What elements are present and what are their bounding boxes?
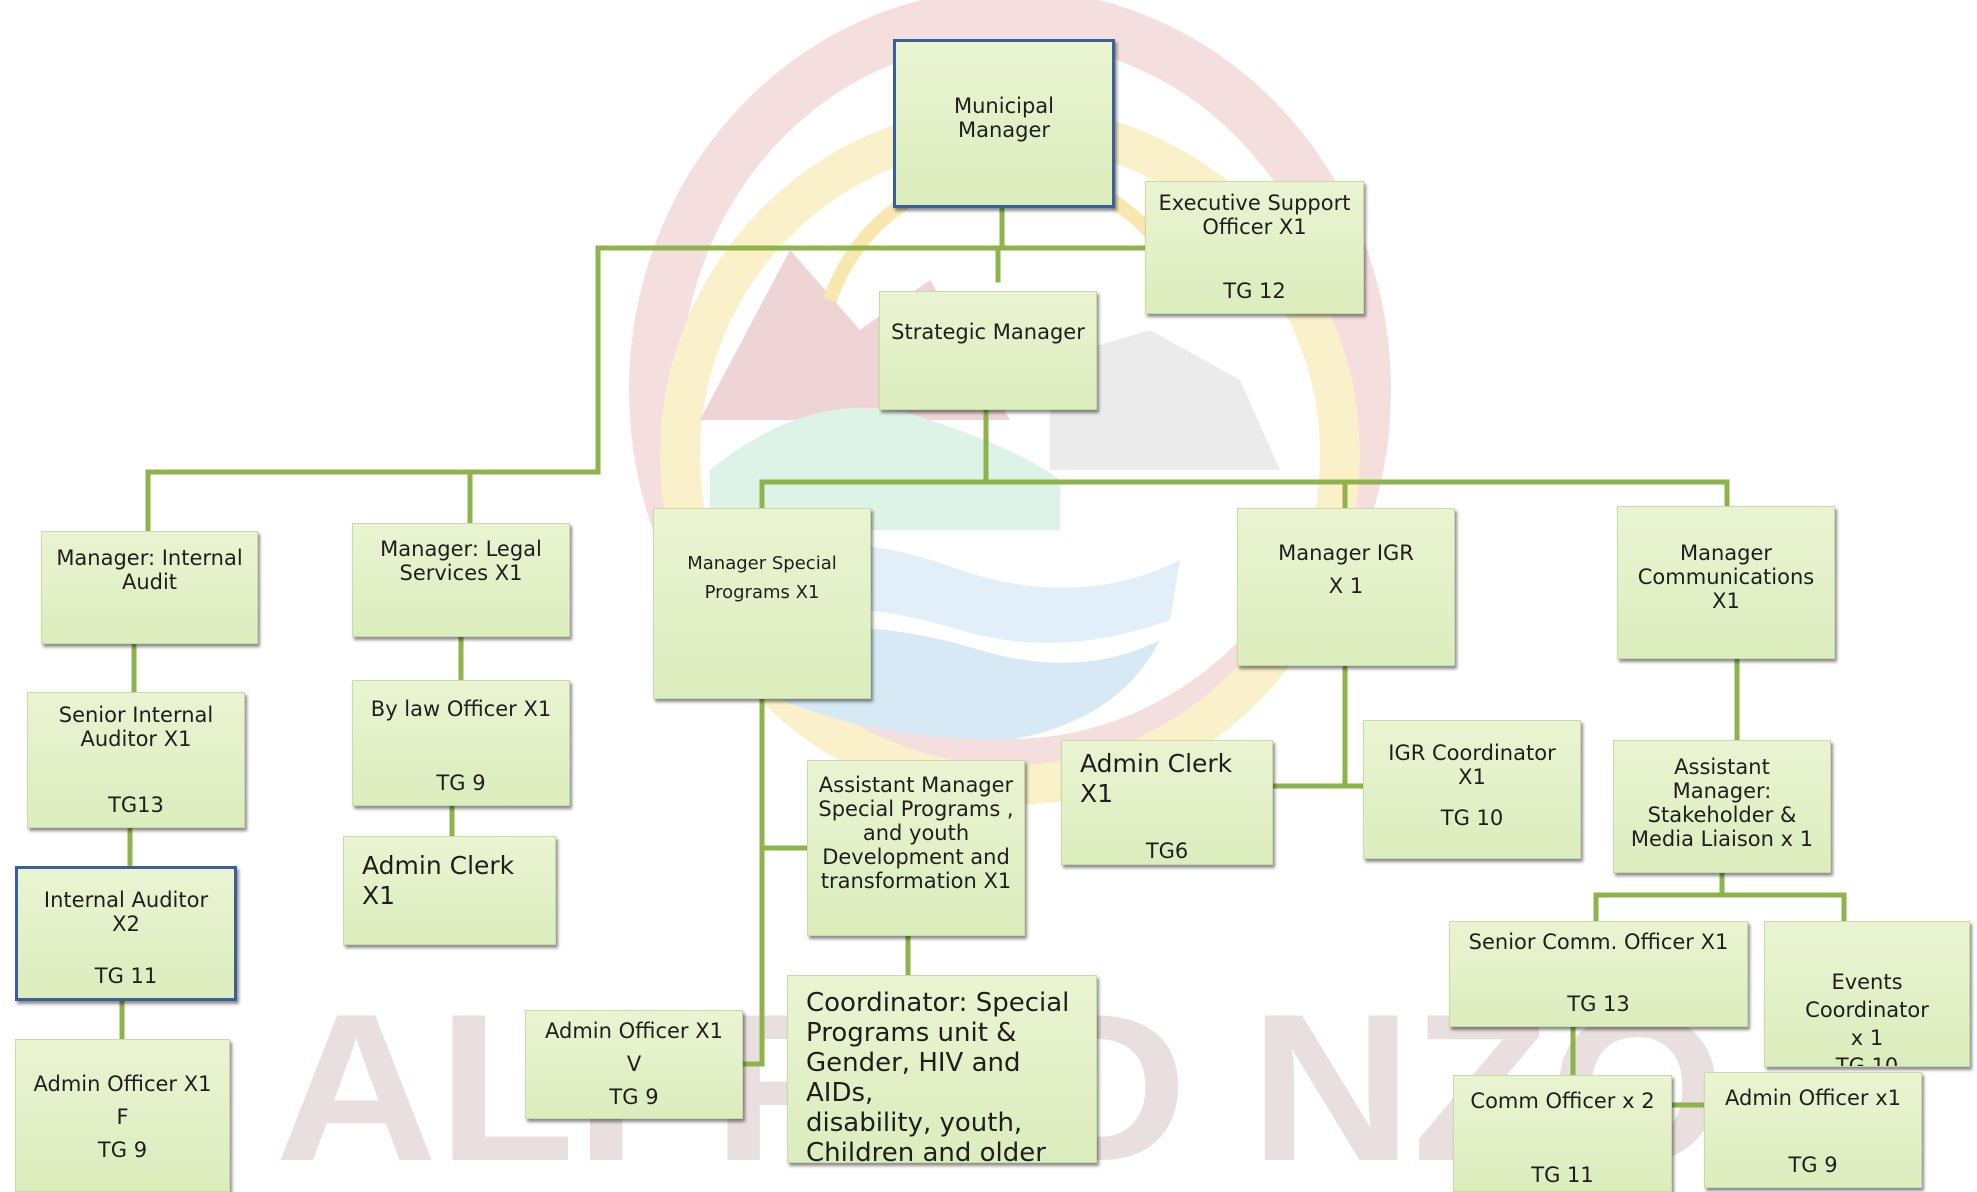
node-title: Senior Internal Auditor X1 <box>58 703 214 751</box>
connector-lines <box>119 205 1847 1108</box>
node-title: Admin Clerk X1 <box>362 851 515 910</box>
node-title: Comm Officer x 2 <box>1470 1089 1655 1113</box>
node-title: Admin Officer x1 <box>1725 1086 1901 1110</box>
node-manager-internal-audit: Manager: Internal Audit <box>41 531 258 644</box>
node-title: Manager Special Programs X1 <box>687 553 837 603</box>
node-grade: TG13 <box>108 793 164 817</box>
node-admin-clerk-igr: Admin Clerk X1 TG6 <box>1061 740 1273 865</box>
node-title: Internal Auditor X2 <box>43 888 209 936</box>
node-title: Coordinator: Special Programs unit & Gen… <box>806 988 1070 1163</box>
node-grade: TG 10 <box>1440 806 1504 830</box>
node-senior-comm-officer: Senior Comm. Officer X1 TG 13 <box>1449 921 1748 1027</box>
node-grade: TG 11 <box>94 964 158 988</box>
node-senior-internal-auditor: Senior Internal Auditor X1 TG13 <box>27 692 245 828</box>
node-title: Assistant Manager: Stakeholder & Media L… <box>1630 755 1814 851</box>
node-title: Executive Support Officer X1 <box>1158 191 1351 239</box>
node-grade: TG6 <box>1145 839 1189 863</box>
node-title: Manager IGR X 1 <box>1278 541 1414 598</box>
node-internal-auditor: Internal Auditor X2 TG 11 <box>15 866 237 1001</box>
node-title: Manager Communications X1 <box>1637 541 1815 613</box>
node-coordinator-special-programs: Coordinator: Special Programs unit & Gen… <box>787 975 1097 1163</box>
node-admin-officer-comms: Admin Officer x1 TG 9 <box>1704 1072 1922 1188</box>
node-title: Manager: Legal Services X1 <box>380 537 542 585</box>
node-events-coordinator: Events Coordinator x 1 TG 10 <box>1764 921 1970 1067</box>
node-title: IGR Coordinator X1 <box>1388 741 1556 789</box>
node-grade: TG 12 <box>1223 279 1286 303</box>
node-manager-legal-services: Manager: Legal Services X1 <box>352 523 570 637</box>
node-title: Manager: Internal Audit <box>56 546 243 594</box>
node-grade: TG 13 <box>1567 992 1630 1016</box>
node-bylaw-officer: By law Officer X1 TG 9 <box>352 680 570 806</box>
node-title: Events Coordinator x 1 TG 10 <box>1805 970 1929 1067</box>
node-grade: TG 9 <box>436 771 486 795</box>
node-title: Admin Officer X1 F TG 9 <box>33 1072 212 1162</box>
node-strategic-manager: Strategic Manager <box>879 291 1097 410</box>
node-assistant-manager-special-programs: Assistant Manager Special Programs , and… <box>807 760 1025 936</box>
node-manager-special-programs: Manager Special Programs X1 <box>653 508 871 699</box>
node-title: Admin Clerk X1 <box>1080 749 1233 808</box>
node-igr-coordinator: IGR Coordinator X1 TG 10 <box>1363 720 1581 859</box>
node-grade: TG 11 <box>1531 1163 1594 1187</box>
node-manager-igr: Manager IGR X 1 <box>1237 508 1455 666</box>
node-admin-officer-audit: Admin Officer X1 F TG 9 <box>15 1039 230 1192</box>
node-title: Senior Comm. Officer X1 <box>1468 930 1729 954</box>
node-title: Strategic Manager <box>891 320 1085 344</box>
node-municipal-manager: Municipal Manager <box>893 39 1115 208</box>
node-title: Municipal Manager <box>954 94 1054 142</box>
node-assistant-manager-media: Assistant Manager: Stakeholder & Media L… <box>1613 740 1831 873</box>
node-grade: TG 9 <box>1788 1153 1838 1177</box>
node-admin-officer-special-programs: Admin Officer X1 V TG 9 <box>525 1010 743 1119</box>
node-title: Assistant Manager Special Programs , and… <box>818 773 1014 893</box>
node-admin-clerk-legal: Admin Clerk X1 <box>343 836 556 945</box>
node-title: Admin Officer X1 V TG 9 <box>545 1019 723 1109</box>
node-manager-communications: Manager Communications X1 <box>1617 506 1835 659</box>
node-comm-officer: Comm Officer x 2 TG 11 <box>1453 1075 1672 1192</box>
node-title: By law Officer X1 <box>370 697 552 721</box>
node-executive-support-officer: Executive Support Officer X1 TG 12 <box>1145 181 1364 314</box>
